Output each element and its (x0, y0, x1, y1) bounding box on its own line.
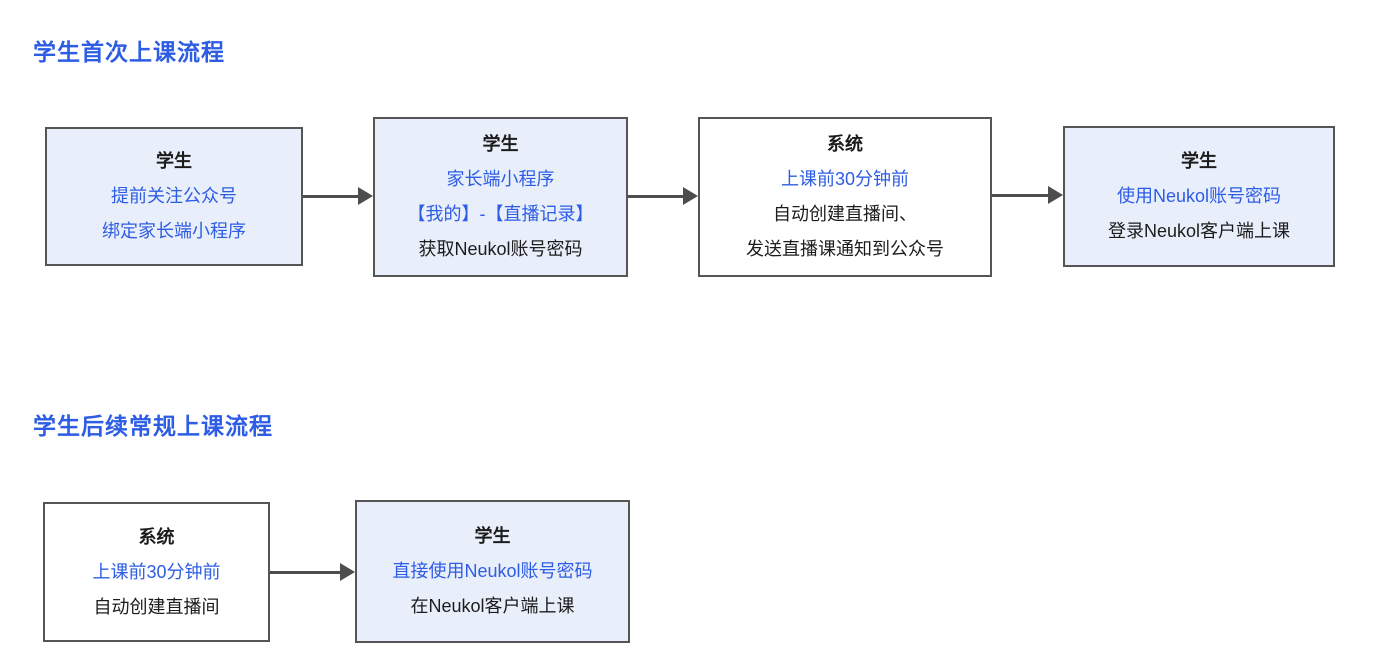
flow-node-system-create-room-regular: 系统 上课前30分钟前 自动创建直播间 (43, 502, 270, 642)
flow-node-student-direct-login: 学生 直接使用Neukol账号密码 在Neukol客户端上课 (355, 500, 630, 643)
node-line: 发送直播课通知到公众号 (746, 239, 944, 259)
node-line: 上课前30分钟前 (780, 169, 910, 189)
node-title: 学生 (156, 151, 192, 171)
node-line: 自动创建直播间 (93, 596, 220, 617)
node-title: 学生 (1181, 151, 1217, 171)
flow-node-student-follow-account: 学生 提前关注公众号 绑定家长端小程序 (45, 127, 303, 266)
node-line: 绑定家长端小程序 (102, 221, 246, 241)
flow-node-student-mini-program: 学生 家长端小程序 【我的】-【直播记录】 获取Neukol账号密码 (373, 117, 628, 277)
node-line: 获取Neukol账号密码 (418, 239, 583, 259)
node-line: 提前关注公众号 (111, 186, 237, 206)
node-title: 学生 (482, 134, 519, 154)
node-line: 使用Neukol账号密码 (1116, 186, 1282, 206)
node-title: 系统 (827, 134, 863, 154)
arrow-shaft (270, 570, 340, 574)
arrow-right-icon (270, 563, 355, 581)
node-line: 上课前30分钟前 (92, 561, 221, 582)
arrow-shaft (628, 194, 683, 198)
arrow-shaft (992, 193, 1048, 197)
arrow-right-icon (303, 187, 373, 205)
node-title: 系统 (138, 526, 175, 547)
section-title-first-class-flow: 学生首次上课流程 (33, 39, 225, 65)
section-title-regular-class-flow: 学生后续常规上课流程 (33, 413, 273, 439)
arrow-head (1048, 186, 1063, 204)
arrow-head (358, 187, 373, 205)
flow-node-student-login-client: 学生 使用Neukol账号密码 登录Neukol客户端上课 (1063, 126, 1335, 267)
arrow-shaft (303, 194, 358, 198)
flow-node-system-create-room: 系统 上课前30分钟前 自动创建直播间、 发送直播课通知到公众号 (698, 117, 992, 277)
node-line: 直接使用Neukol账号密码 (392, 561, 593, 581)
arrow-right-icon (628, 187, 698, 205)
arrow-right-icon (992, 186, 1063, 204)
arrow-head (683, 187, 698, 205)
node-line: 在Neukol客户端上课 (410, 596, 575, 616)
node-line: 【我的】-【直播记录】 (407, 204, 594, 224)
node-line: 登录Neukol客户端上课 (1107, 221, 1291, 241)
arrow-head (340, 563, 355, 581)
node-title: 学生 (474, 526, 511, 546)
node-line: 自动创建直播间、 (773, 204, 917, 224)
node-line: 家长端小程序 (446, 169, 555, 189)
